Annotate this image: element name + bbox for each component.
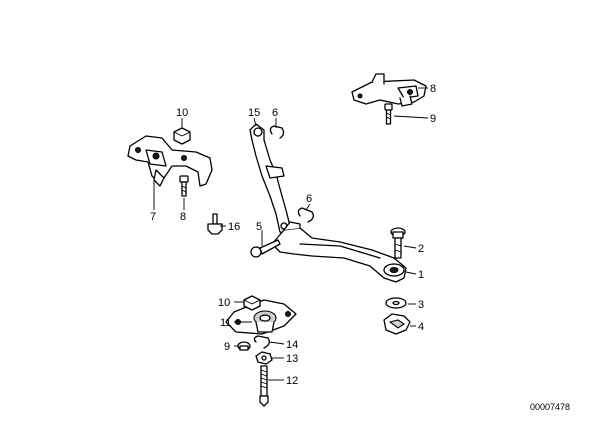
leader-lines [153, 87, 429, 381]
left-bracket-nut [173, 127, 191, 145]
callout-10-top: 10 [176, 107, 188, 119]
callout-6-top: 6 [272, 107, 278, 119]
callout-5: 5 [256, 221, 262, 233]
callout-10-lower: 10 [218, 297, 230, 309]
clip-lower [297, 207, 314, 223]
callouts: 8 9 10 15 6 7 8 16 6 5 2 1 3 4 10 11 9 1… [150, 83, 436, 387]
callout-15: 15 [248, 107, 260, 119]
clip-14 [253, 335, 270, 349]
pivot-bolt [207, 213, 223, 235]
callout-2: 2 [418, 243, 424, 255]
selector-rod [249, 123, 291, 235]
arm-nut [383, 313, 411, 335]
shift-arm [271, 221, 407, 283]
washer [385, 297, 407, 309]
top-right-screw [384, 103, 393, 125]
document-number: 00007478 [530, 402, 570, 412]
pin [250, 239, 281, 258]
callout-13: 13 [286, 353, 298, 365]
callout-9-lower: 9 [224, 341, 230, 353]
left-bracket [127, 135, 213, 187]
lower-bracket-nut [243, 295, 261, 311]
callout-9-top: 9 [430, 113, 436, 125]
callout-16: 16 [228, 221, 240, 233]
arm-bolt [390, 227, 406, 259]
callout-1: 1 [418, 269, 424, 281]
clip-upper [269, 125, 285, 139]
callout-11: 11 [220, 317, 231, 329]
callout-7: 7 [150, 211, 156, 223]
left-bracket-screw [179, 175, 189, 197]
lower-screw [237, 341, 251, 351]
callout-14: 14 [286, 339, 298, 351]
callout-8-left: 8 [180, 211, 186, 223]
callout-3: 3 [418, 299, 424, 311]
callout-6-lower: 6 [306, 193, 312, 205]
callout-4: 4 [418, 321, 424, 333]
nut-13 [255, 351, 273, 365]
threaded-rod [259, 365, 269, 407]
callout-12: 12 [286, 375, 298, 387]
top-right-bracket [351, 73, 427, 107]
callout-8-top: 8 [430, 83, 436, 95]
lower-bracket [225, 299, 297, 335]
